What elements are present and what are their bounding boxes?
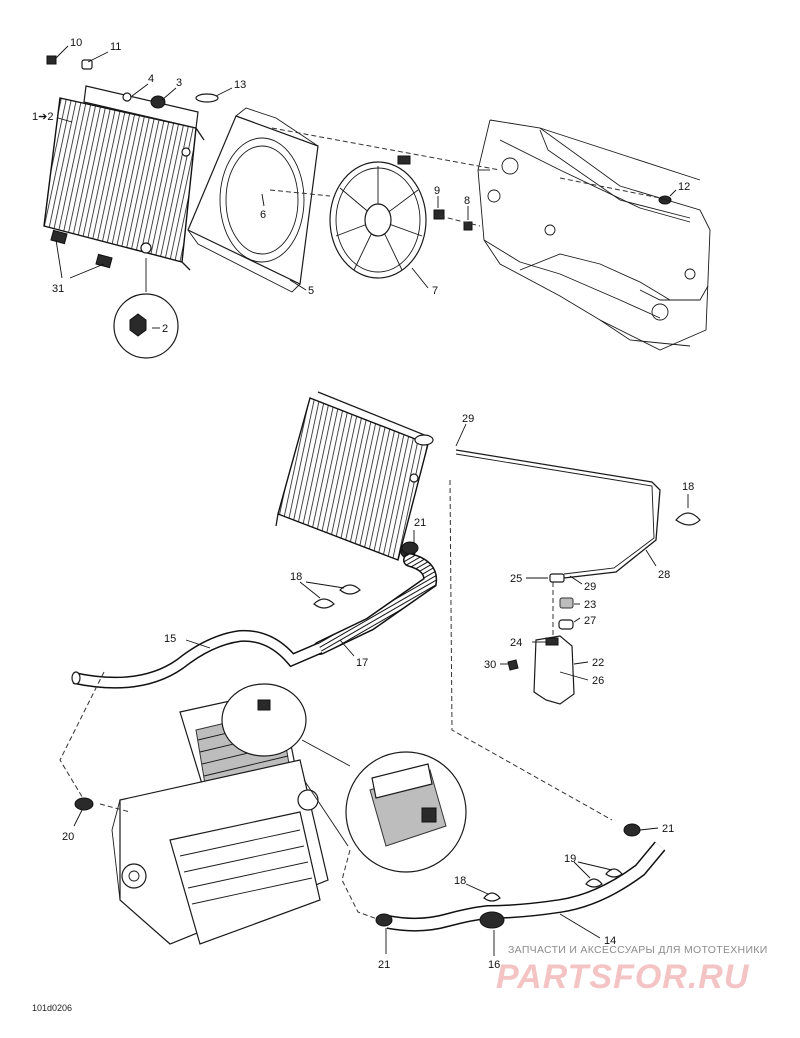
alignment-line — [271, 127, 501, 171]
leader-lines — [55, 45, 689, 956]
alignment-line — [269, 189, 331, 197]
part-label: 28 — [658, 569, 670, 581]
part-label: 17 — [356, 657, 368, 669]
vehicle-frame — [477, 119, 711, 351]
part-label: 15 — [164, 633, 176, 645]
part-label: 5 — [308, 285, 314, 297]
hose-clamps — [74, 541, 641, 927]
part-label: 16 — [488, 959, 500, 971]
part-label: 8 — [464, 195, 470, 207]
part-label: 18 — [454, 875, 466, 887]
part-label: 2 — [162, 323, 168, 335]
reference-code: 101d0206 — [32, 1003, 73, 1013]
fan-shroud — [187, 107, 319, 293]
overflow-tube-28 — [455, 449, 661, 579]
detail-callout — [113, 258, 179, 359]
part-label: 12 — [678, 181, 690, 193]
coolant-reservoir — [507, 573, 575, 705]
part-label: 21 — [378, 959, 390, 971]
radiator-top — [43, 85, 205, 271]
part-label: 9 — [434, 185, 440, 197]
radiator-bottom — [275, 391, 434, 561]
part-label: 23 — [584, 599, 596, 611]
part-label: 14 — [604, 935, 616, 947]
part-label: 21 — [414, 517, 426, 529]
part-label: 1➔2 — [32, 111, 53, 123]
part-label: 21 — [662, 823, 674, 835]
alignment-line — [559, 177, 661, 199]
part-label: 3 — [176, 77, 182, 89]
watermark-logo: PARTSFOR.RU — [496, 958, 750, 996]
alignment-line — [439, 215, 481, 227]
part-label: 18 — [682, 481, 694, 493]
part-label: 22 — [592, 657, 604, 669]
part-label: 19 — [564, 853, 576, 865]
part-label: 30 — [484, 659, 496, 671]
part-number-labels: 10 11 4 3 13 1➔2 6 9 8 12 5 7 31 2 29 18… — [32, 37, 694, 971]
part-label: 20 — [62, 831, 74, 843]
part-label: 31 — [52, 283, 64, 295]
hose-17 — [313, 553, 438, 655]
part-label: 18 — [290, 571, 302, 583]
watermark-tagline: ЗАПЧАСТИ И АКСЕССУАРЫ ДЛЯ МОТОТЕХНИКИ — [508, 944, 768, 956]
part-label: 11 — [110, 41, 121, 53]
part-label: 7 — [432, 285, 438, 297]
hose-14 — [386, 841, 666, 932]
part-label: 29 — [462, 413, 474, 425]
rubber-pads — [313, 512, 701, 902]
part-label: 10 — [70, 37, 82, 49]
part-label: 24 — [510, 637, 522, 649]
part-label: 6 — [260, 209, 266, 221]
thermostat-detail — [221, 683, 467, 873]
part-label: 13 — [234, 79, 246, 91]
part-label: 29 — [584, 581, 596, 593]
alignment-lines-bottom — [59, 479, 613, 921]
part-label: 4 — [148, 73, 154, 85]
part-label: 26 — [592, 675, 604, 687]
part-label: 25 — [510, 573, 522, 585]
hose-15 — [71, 629, 323, 689]
part-label: 27 — [584, 615, 596, 627]
fasteners-top — [46, 55, 672, 231]
cooling-fan — [329, 155, 427, 279]
